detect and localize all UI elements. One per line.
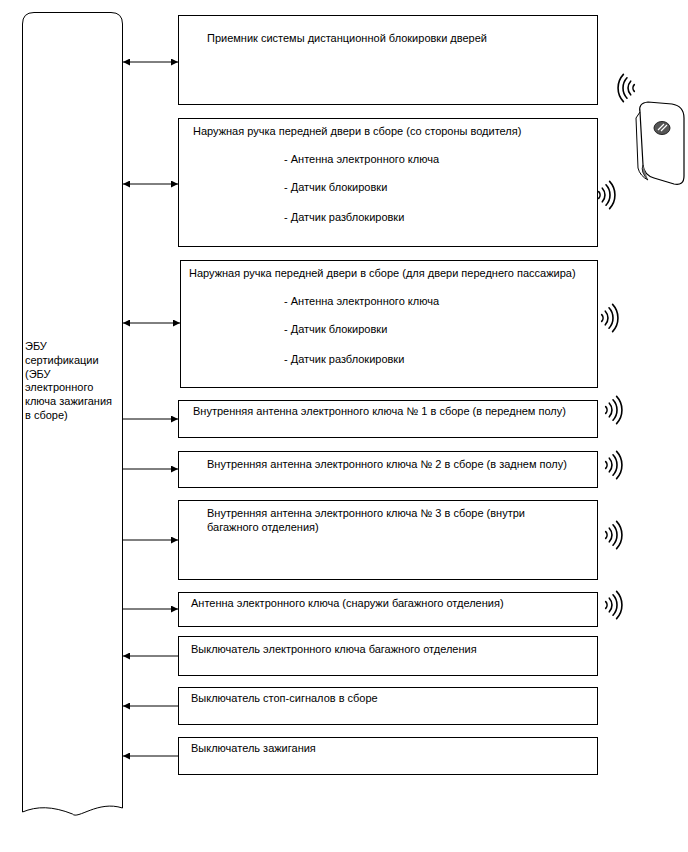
wave-arc xyxy=(609,403,612,417)
box-item: - Датчик разблокировки xyxy=(284,353,591,367)
wave-arc xyxy=(613,525,617,545)
connector-arrow xyxy=(123,184,178,185)
key-fob xyxy=(636,102,684,184)
box-title: Наружная ручка передней двери в сборе (с… xyxy=(193,125,591,139)
box-title: Антенна электронного ключа (снаружи бага… xyxy=(191,597,591,611)
box-item: - Антенна электронного ключа xyxy=(284,153,591,167)
wave-arc xyxy=(633,85,634,92)
wave-arc xyxy=(602,188,605,202)
box-title: ЭБУ сертификации (ЭБУ электронного ключа… xyxy=(25,340,115,423)
box-item: - Датчик блокировки xyxy=(284,323,591,337)
wave-arc xyxy=(617,451,622,478)
connector-arrow xyxy=(123,706,178,707)
connector-arrow xyxy=(123,469,178,470)
component-box: Антенна электронного ключа (снаружи бага… xyxy=(178,592,598,627)
ecu-outline-path xyxy=(23,13,123,816)
component-box: Выключатель стоп-сигналов в сборе xyxy=(178,687,598,725)
box-title: Наружная ручка передней двери в сборе (д… xyxy=(189,267,591,281)
box-title: Внутренняя антенна электронного ключа № … xyxy=(193,405,591,419)
wave-arc xyxy=(609,528,612,542)
wave-arc xyxy=(606,185,610,205)
component-box: Внутренняя антенна электронного ключа № … xyxy=(178,500,598,580)
wave-arc xyxy=(606,532,607,539)
wave-arc xyxy=(613,304,618,331)
wave-arc xyxy=(609,598,612,612)
wave-arc xyxy=(605,311,608,325)
box-item: - Датчик разблокировки xyxy=(284,211,591,225)
wave-arc xyxy=(599,192,600,199)
connector-arrow xyxy=(123,323,180,324)
wave-arc xyxy=(609,458,612,472)
box-title: Выключатель стоп-сигналов в сборе xyxy=(191,692,591,706)
component-box: Приемник системы дистанционной блокировк… xyxy=(178,15,598,105)
wave-arc xyxy=(618,74,623,101)
wave-arc xyxy=(610,181,615,208)
wave-arc xyxy=(617,591,622,618)
component-box: Наружная ручка передней двери в сборе (д… xyxy=(180,260,598,388)
box-title: Выключатель зажигания xyxy=(191,742,591,756)
wave-arc xyxy=(623,78,627,98)
component-box: Внутренняя антенна электронного ключа № … xyxy=(178,400,598,438)
box-title: Внутренняя антенна электронного ключа № … xyxy=(207,507,547,535)
connector-arrow xyxy=(123,540,178,541)
wave-arc xyxy=(613,595,617,615)
connector-arrow xyxy=(123,419,178,420)
wave-arc xyxy=(617,396,622,423)
wave-arc xyxy=(606,407,607,414)
wave-arc xyxy=(617,521,622,548)
wave-arc xyxy=(613,455,617,475)
connector-arrow xyxy=(123,656,178,657)
radio-waves xyxy=(599,74,635,618)
wave-arc xyxy=(602,315,603,322)
connector-arrow xyxy=(123,62,178,63)
box-item: - Антенна электронного ключа xyxy=(284,295,591,309)
component-box: Наружная ручка передней двери в сборе (с… xyxy=(178,118,598,247)
wave-arc xyxy=(606,462,607,469)
wave-arc xyxy=(628,81,631,95)
wave-arc xyxy=(613,400,617,420)
connector-arrow xyxy=(123,756,178,757)
box-title: Выключатель электронного ключа багажного… xyxy=(191,643,591,657)
wave-arc xyxy=(606,602,607,609)
box-title: Внутренняя антенна электронного ключа № … xyxy=(207,458,591,472)
box-item: - Датчик блокировки xyxy=(284,181,591,195)
connector-arrow xyxy=(123,609,178,610)
component-box: Выключатель зажигания xyxy=(178,737,598,775)
box-title: Приемник системы дистанционной блокировк… xyxy=(207,32,591,46)
wave-arc xyxy=(609,308,613,328)
component-box: Выключатель электронного ключа багажного… xyxy=(178,636,598,676)
component-box: Внутренняя антенна электронного ключа № … xyxy=(178,451,598,488)
ecu-block: ЭБУ сертификации (ЭБУ электронного ключа… xyxy=(22,12,123,818)
